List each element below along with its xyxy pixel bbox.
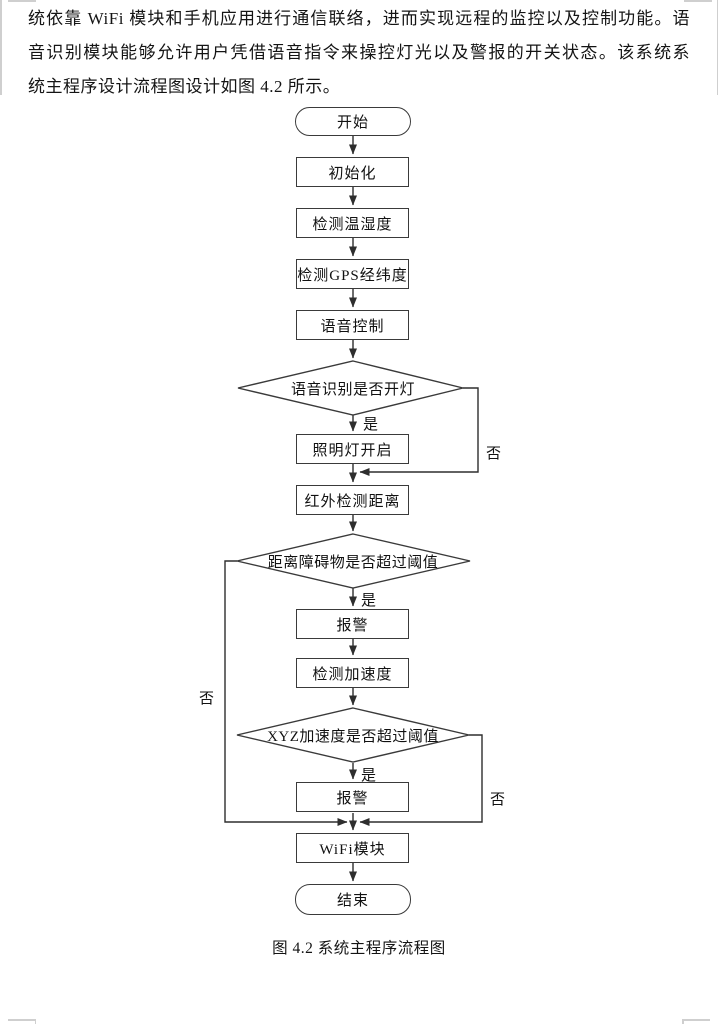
- branch-label-d3-no: 否: [490, 792, 506, 808]
- decision-voice-light: 语音识别是否开灯: [243, 361, 463, 415]
- decision-label: 语音识别是否开灯: [290, 381, 415, 398]
- figure-caption: 图 4.2 系统主程序流程图: [272, 940, 446, 957]
- flow-node-label: 结束: [336, 893, 369, 909]
- flow-node-label: 初始化: [328, 165, 377, 182]
- decision-distance-threshold: 距离障碍物是否超过阈值: [238, 534, 468, 588]
- branch-label-d1-no: 否: [486, 446, 502, 462]
- flow-node-label: 报警: [336, 790, 369, 807]
- flow-node-label: 报警: [336, 617, 369, 634]
- flow-node-alarm-1: 报警: [296, 609, 409, 639]
- crop-mark-bottom-right: [682, 1019, 710, 1021]
- flow-node-voice-control: 语音控制: [296, 310, 409, 340]
- page-edge-left: [0, 0, 2, 95]
- decision-label: 距离障碍物是否超过阈值: [267, 554, 439, 571]
- flow-node-wifi-module: WiFi模块: [296, 833, 409, 863]
- flow-node-detect-gps: 检测GPS经纬度: [296, 259, 409, 289]
- branch-label-d1-yes: 是: [363, 417, 379, 433]
- flow-node-label: WiFi模块: [319, 841, 386, 858]
- flow-node-init: 初始化: [296, 157, 409, 187]
- flow-node-alarm-2: 报警: [296, 782, 409, 812]
- paragraph-line: 统主程序设计流程图设计如图 4.2 所示。: [28, 77, 341, 96]
- flow-node-detect-temp-humidity: 检测温湿度: [296, 208, 409, 238]
- decision-label: XYZ加速度是否超过阈值: [267, 728, 439, 745]
- crop-mark-bottom-left-tick: [34, 1019, 36, 1024]
- branch-label-d2-yes: 是: [361, 593, 377, 609]
- crop-mark-bottom-right-tick: [682, 1019, 684, 1024]
- flow-node-start: 开始: [295, 107, 411, 136]
- crop-mark-top-left: [8, 0, 36, 2]
- flow-node-label: 检测GPS经纬度: [297, 267, 408, 284]
- branch-label-d2-no: 否: [199, 691, 215, 707]
- flow-node-label: 检测加速度: [312, 666, 393, 683]
- crop-mark-top-right: [684, 0, 712, 2]
- decision-accel-threshold: XYZ加速度是否超过阈值: [238, 708, 468, 762]
- paragraph-line: 统依靠 WiFi 模块和手机应用进行通信联络，进而实现远程的监控以及控制功能。语: [28, 9, 690, 28]
- flow-node-detect-accel: 检测加速度: [296, 658, 409, 688]
- flow-node-label: 检测温湿度: [312, 216, 393, 233]
- flow-node-label: 开始: [336, 115, 369, 131]
- flow-node-end: 结束: [295, 884, 411, 915]
- flow-node-label: 照明灯开启: [312, 442, 393, 459]
- flow-node-label: 语音控制: [320, 318, 385, 335]
- flow-node-label: 红外检测距离: [304, 493, 401, 510]
- body-paragraph: 统依靠 WiFi 模块和手机应用进行通信联络，进而实现远程的监控以及控制功能。语…: [28, 2, 690, 104]
- flow-node-ir-distance: 红外检测距离: [296, 485, 409, 515]
- branch-label-d3-yes: 是: [361, 768, 377, 784]
- page-edge-right: [716, 0, 718, 95]
- crop-mark-bottom-left: [8, 1019, 36, 1021]
- flow-node-light-on: 照明灯开启: [296, 434, 409, 464]
- paragraph-line: 音识别模块能够允许用户凭借语音指令来操控灯光以及警报的开关状态。该系统系: [28, 43, 690, 62]
